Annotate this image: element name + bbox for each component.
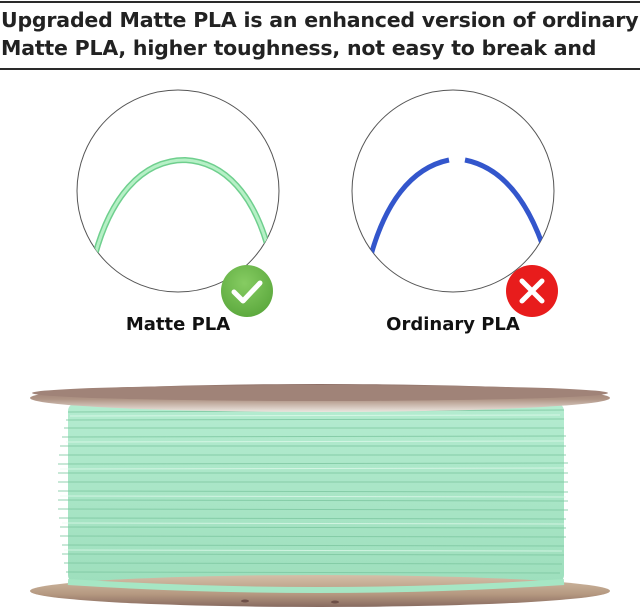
cross-icon <box>519 278 545 304</box>
ordinary-pla-circle <box>351 89 555 293</box>
headline: Upgraded Matte PLA is an enhanced versio… <box>1 6 639 62</box>
matte-pla-illustration <box>76 89 280 317</box>
ordinary-pla-label: Ordinary PLA <box>386 314 520 335</box>
filament-winding <box>68 403 564 583</box>
matte-pla-circle <box>76 89 280 293</box>
flexible-filament-icon <box>92 156 273 258</box>
bottom-rule <box>0 68 640 70</box>
check-icon <box>231 280 263 304</box>
matte-pla-label: Matte PLA <box>125 314 231 335</box>
headline-line-1: Upgraded Matte PLA is an enhanced versio… <box>1 8 639 32</box>
filament-spool-image <box>30 384 610 607</box>
broken-filament-icon <box>368 157 549 256</box>
ordinary-pla-illustration <box>351 89 558 317</box>
check-badge <box>221 265 273 317</box>
top-rule <box>0 1 640 3</box>
headline-line-2: Matte PLA, higher toughness, not easy to… <box>1 36 597 60</box>
